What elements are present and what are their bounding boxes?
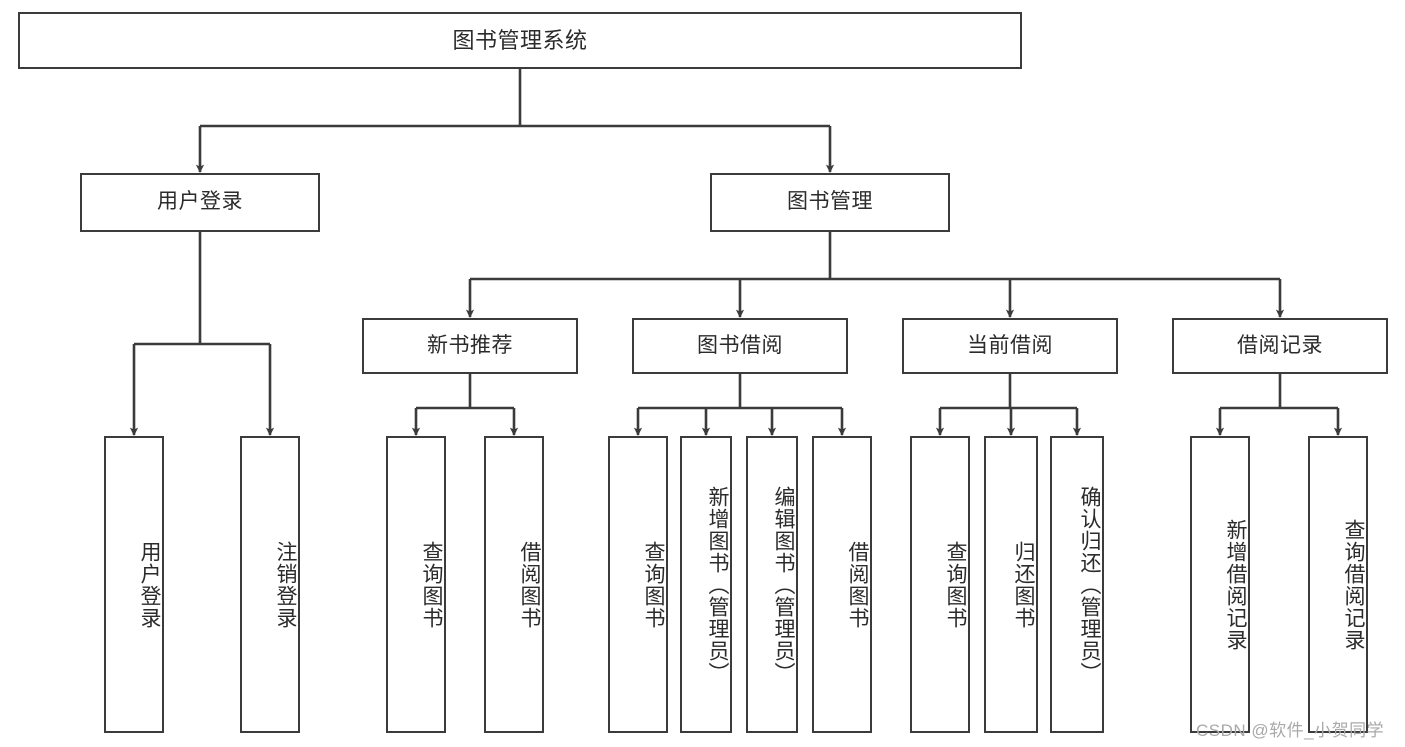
node-label: 新增图书（管理员） (706, 485, 729, 684)
node-label: 查询图书 (642, 540, 665, 629)
node-leaf-return-book[interactable]: 归还图书 (984, 436, 1038, 733)
node-leaf-borrow-book-borrow[interactable]: 借阅图书 (812, 436, 872, 733)
node-label: 借阅图书 (846, 540, 869, 629)
node-user-login[interactable]: 用户登录 (80, 173, 320, 232)
node-label: 查询图书 (420, 540, 443, 629)
node-label: 用户登录 (138, 540, 161, 629)
node-leaf-query-borrow-record[interactable]: 查询借阅记录 (1308, 436, 1368, 733)
node-leaf-confirm-return-admin[interactable]: 确认归还（管理员） (1050, 436, 1104, 733)
node-label: 借阅图书 (518, 540, 541, 629)
node-label: 确认归还（管理员） (1078, 485, 1101, 684)
node-label: 查询借阅记录 (1342, 518, 1365, 651)
node-label: 编辑图书（管理员） (772, 485, 795, 684)
node-leaf-edit-book-admin[interactable]: 编辑图书（管理员） (746, 436, 798, 733)
node-leaf-query-book-recommend[interactable]: 查询图书 (386, 436, 446, 733)
node-label: 注销登录 (274, 540, 297, 629)
node-leaf-query-book-current[interactable]: 查询图书 (910, 436, 970, 733)
node-current-borrow[interactable]: 当前借阅 (902, 318, 1118, 374)
node-leaf-borrow-book-recommend[interactable]: 借阅图书 (484, 436, 544, 733)
node-label: 当前借阅 (967, 333, 1053, 357)
node-borrow-record[interactable]: 借阅记录 (1172, 318, 1388, 374)
node-label: 新增借阅记录 (1224, 518, 1247, 651)
node-leaf-user-login[interactable]: 用户登录 (104, 436, 164, 733)
node-root-system[interactable]: 图书管理系统 (18, 12, 1022, 69)
node-label: 图书借阅 (697, 333, 783, 357)
node-book-manage[interactable]: 图书管理 (710, 173, 950, 232)
node-new-book-recommend[interactable]: 新书推荐 (362, 318, 578, 374)
node-leaf-query-book-borrow[interactable]: 查询图书 (608, 436, 668, 733)
node-label: 用户登录 (157, 190, 243, 214)
node-label: 图书管理系统 (452, 27, 588, 53)
node-book-borrow[interactable]: 图书借阅 (632, 318, 848, 374)
csdn-watermark: CSDN @软件_小贺同学 (1196, 721, 1385, 740)
node-label: 新书推荐 (427, 333, 513, 357)
node-leaf-logout[interactable]: 注销登录 (240, 436, 300, 733)
node-label: 归还图书 (1012, 540, 1035, 629)
node-label: 借阅记录 (1237, 333, 1323, 357)
node-leaf-add-book-admin[interactable]: 新增图书（管理员） (680, 436, 732, 733)
node-label: 查询图书 (944, 540, 967, 629)
node-label: 图书管理 (787, 190, 873, 214)
node-leaf-add-borrow-record[interactable]: 新增借阅记录 (1190, 436, 1250, 733)
